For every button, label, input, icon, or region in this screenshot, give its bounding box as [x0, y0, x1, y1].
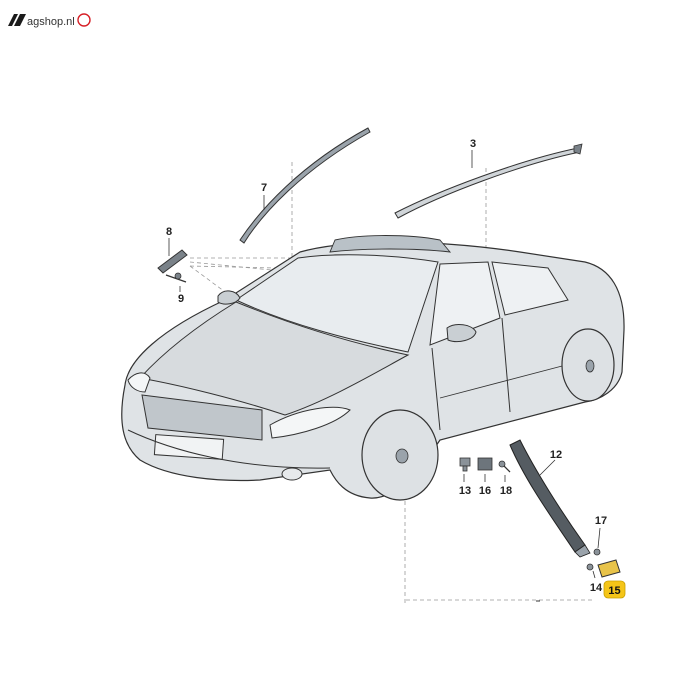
door-line-1 [431, 347, 441, 431]
callout-15-badge [603, 580, 626, 599]
part-3-trim-strip[interactable] [394, 143, 583, 219]
hood [139, 301, 410, 416]
part-15-clip[interactable] [597, 559, 621, 578]
side-molding [439, 359, 586, 399]
door-line-2 [501, 317, 511, 413]
brand-logo[interactable]: agshop.nl [8, 13, 91, 28]
rear-side-window [491, 261, 569, 316]
callout-labels: 7 3 8 9 12 13 16 18 17 14 [166, 138, 607, 594]
part-17-nut[interactable] [593, 548, 601, 556]
callout-15: 15 [608, 585, 620, 597]
left-mirror [217, 290, 241, 305]
callout-3: 3 [470, 138, 476, 150]
logo-mark-icon [8, 14, 18, 26]
windshield [234, 254, 439, 353]
callout-7: 7 [261, 182, 267, 194]
front-wheel-hub [395, 448, 409, 464]
sunroof [329, 235, 452, 253]
callout-14: 14 [590, 582, 603, 594]
logo-swoosh-icon [77, 13, 91, 27]
part-9-screw[interactable] [165, 272, 187, 283]
license-plate [153, 434, 225, 460]
brand-name: agshop.nl [27, 16, 75, 28]
callout-15-highlight[interactable]: 15 [603, 580, 626, 599]
rear-wheel-hub [585, 359, 595, 373]
callout-18: 18 [500, 485, 512, 497]
leader-lines [168, 150, 601, 579]
car-body [121, 235, 625, 501]
part-12-trim-panel[interactable] [509, 439, 591, 558]
callout-13: 13 [459, 485, 471, 497]
part-14-nut[interactable] [586, 563, 594, 571]
grille [141, 394, 263, 441]
callout-12: 12 [550, 449, 562, 461]
part-13-clip[interactable] [459, 457, 471, 472]
side-mirror [446, 324, 477, 343]
part-16-clip[interactable] [477, 457, 493, 471]
logo-mark-icon-2 [14, 14, 26, 26]
part-8-clip[interactable] [157, 249, 188, 274]
bumper-line [127, 429, 331, 469]
callout-8: 8 [166, 226, 172, 238]
part-7-trim-strip[interactable] [239, 127, 371, 244]
front-side-window [429, 261, 501, 346]
callout-16: 16 [479, 485, 491, 497]
part-18-screw[interactable] [498, 460, 511, 473]
right-headlight [269, 406, 351, 439]
fog-light [281, 467, 303, 481]
callout-17: 17 [595, 515, 607, 527]
left-headlight [127, 372, 151, 393]
callout-9: 9 [178, 293, 184, 305]
